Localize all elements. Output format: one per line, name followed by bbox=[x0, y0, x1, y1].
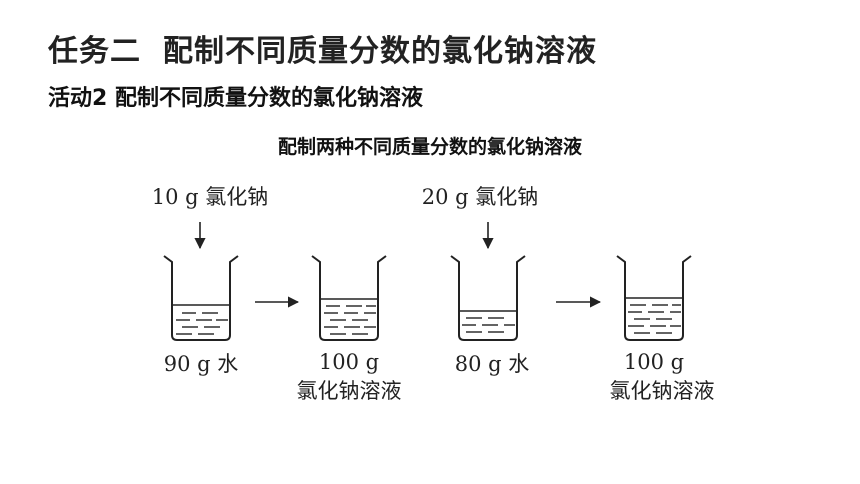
beaker-water-80g bbox=[450, 255, 526, 341]
right-water-label: 80 g 水 bbox=[455, 352, 530, 376]
left-water-label: 90 g 水 bbox=[164, 352, 239, 376]
beaker-solution-left bbox=[311, 255, 387, 341]
right-solute-label: 20 g 氯化钠 bbox=[422, 185, 539, 209]
left-result-name: 氯化钠溶液 bbox=[297, 379, 402, 403]
title-task-name: 配制不同质量分数的氯化钠溶液 bbox=[163, 34, 597, 69]
diagram-caption: 配制两种不同质量分数的氯化钠溶液 bbox=[277, 136, 582, 158]
beaker-water-90g bbox=[163, 255, 239, 341]
page-title: 任务二配制不同质量分数的氯化钠溶液 bbox=[48, 26, 597, 70]
title-task-label: 任务二 bbox=[48, 34, 141, 69]
right-result-name: 氯化钠溶液 bbox=[610, 379, 715, 403]
left-result-mass: 100 g bbox=[319, 350, 379, 374]
right-result-mass: 100 g bbox=[624, 350, 684, 374]
beaker-solution-right bbox=[616, 255, 692, 341]
left-solute-label: 10 g 氯化钠 bbox=[152, 185, 269, 209]
activity-subtitle: 活动2 配制不同质量分数的氯化钠溶液 bbox=[48, 86, 423, 111]
